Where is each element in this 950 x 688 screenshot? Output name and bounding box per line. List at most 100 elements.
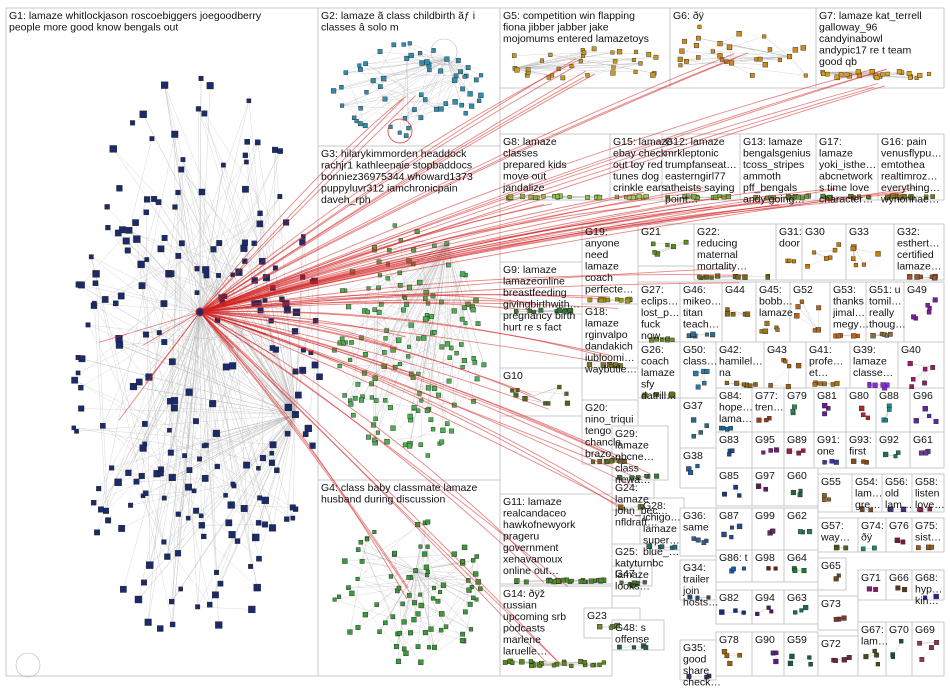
vertex [429, 314, 434, 319]
vertex [240, 244, 248, 252]
group-label-line: G14: ðÿž [503, 588, 545, 600]
vertex [928, 645, 934, 650]
group-label-line: join [682, 585, 700, 597]
edge [615, 59, 634, 62]
vertex [930, 194, 935, 199]
vertex [513, 309, 519, 314]
vertex [418, 115, 424, 121]
edge [102, 311, 201, 426]
group-label-line: lam… [855, 488, 882, 500]
group-label-line: G20: [585, 402, 608, 414]
edge [514, 68, 549, 78]
vertex [407, 413, 413, 420]
vertex [348, 401, 354, 407]
group-panel-g64 [783, 549, 819, 583]
vertex [612, 58, 618, 64]
edge [446, 243, 485, 365]
edge [911, 368, 926, 387]
vertex [339, 336, 345, 342]
vertex [762, 328, 769, 334]
group-panel-g82 [715, 589, 753, 625]
vertex [787, 363, 792, 369]
vertex [733, 484, 739, 490]
vertex [459, 271, 466, 277]
vertex [428, 417, 434, 423]
group-label-line: G68: [915, 572, 938, 584]
group-label-line: G77: [755, 390, 778, 402]
group-label-g42: G42:hamilel…na [719, 344, 763, 379]
vertex [803, 604, 809, 611]
vertex [185, 388, 193, 396]
vertex [277, 148, 283, 154]
vertex [440, 427, 446, 433]
group-panel-g69 [911, 621, 945, 677]
group-label-line: G16: pain [881, 136, 927, 148]
vertex [660, 337, 665, 342]
vertex [474, 376, 480, 382]
vertex [768, 383, 773, 388]
vertex [724, 311, 731, 317]
edge [790, 657, 810, 664]
vertex [687, 594, 693, 600]
group-label-line: hope… [719, 402, 753, 414]
vertex [867, 383, 872, 388]
group-label-line: G83 [719, 434, 739, 446]
vertex [139, 444, 147, 452]
vertex [182, 453, 188, 459]
vertex [228, 531, 236, 539]
group-label-line: hamilel… [719, 356, 763, 368]
vertex [174, 550, 182, 557]
group-panel-g71 [857, 569, 887, 601]
vertex [649, 337, 655, 343]
vertex [933, 419, 939, 424]
vertex [384, 438, 390, 445]
vertex [155, 199, 162, 205]
vertex [669, 391, 675, 397]
edge [164, 311, 201, 343]
vertex [175, 189, 181, 196]
edge [199, 311, 266, 525]
vertex [157, 245, 165, 253]
group-panel-g22 [693, 223, 777, 281]
vertex [157, 470, 164, 477]
vertex [564, 391, 569, 396]
vertex [392, 223, 397, 228]
vertex [185, 483, 192, 491]
vertex [138, 472, 145, 480]
group-label-line: G93: [849, 434, 872, 446]
edge [360, 58, 448, 109]
vertex [678, 63, 683, 68]
group-label-line: teach… [683, 319, 719, 331]
vertex [141, 579, 147, 586]
vertex [444, 56, 450, 62]
edge [201, 150, 281, 526]
vertex [383, 336, 388, 341]
vertex [906, 274, 913, 280]
group-label-line: G84: [719, 390, 742, 402]
vertex [430, 426, 436, 432]
vertex [737, 493, 742, 498]
edge [415, 570, 447, 627]
vertex [397, 361, 402, 367]
vertex [729, 60, 735, 66]
edge [548, 386, 560, 404]
edge [199, 165, 224, 313]
group-label-g47: G47 [615, 568, 635, 580]
group-label-line: thanks [833, 296, 864, 308]
hub-vertex [195, 307, 205, 317]
vertex [698, 430, 703, 435]
group-label-line: pregnancy birth [503, 310, 576, 322]
group-label-line: breastfeeding [503, 287, 567, 299]
vertex [807, 655, 812, 660]
vertex [821, 493, 827, 498]
vertex [585, 195, 590, 200]
vertex [911, 314, 917, 320]
group-label-line: looks… [615, 581, 650, 593]
group-label-g75: G75:sist… [915, 520, 941, 544]
edge [403, 602, 415, 623]
group-label-g79: G79 [787, 390, 807, 402]
inter-group-edge [199, 311, 611, 356]
